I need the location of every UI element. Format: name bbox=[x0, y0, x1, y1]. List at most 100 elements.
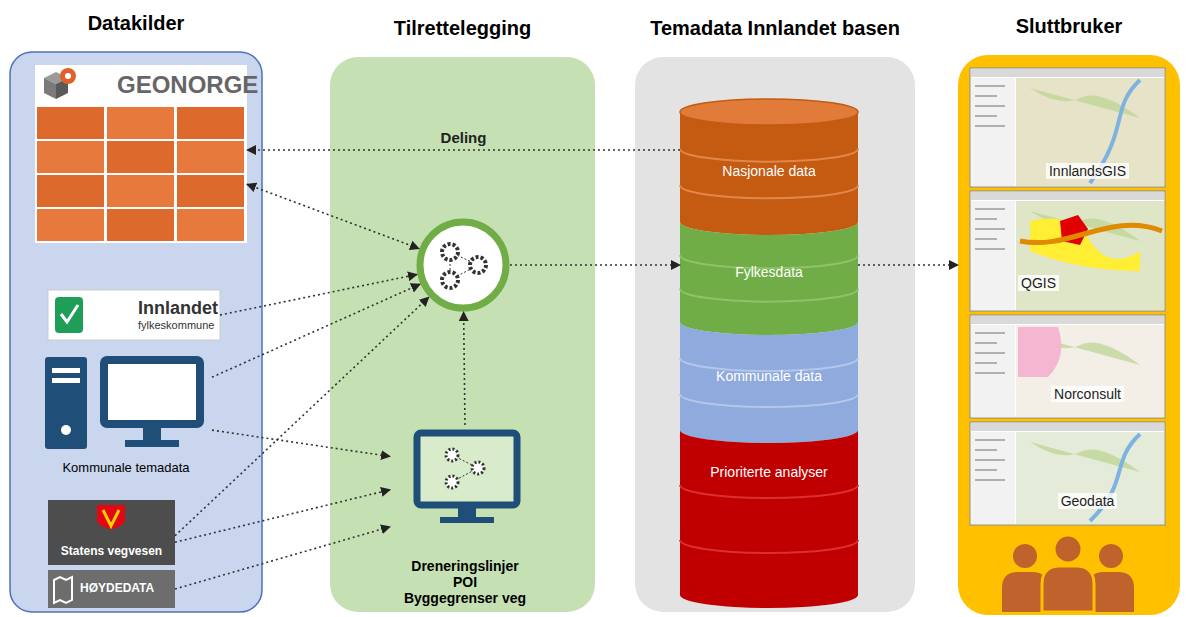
database-cylinder bbox=[680, 322, 858, 443]
user-panel: SluttbrukerInnlandsGISQGISNorconsultGeod… bbox=[958, 55, 1180, 615]
screenshot-thumbnails bbox=[975, 238, 997, 240]
cylinder-stripes bbox=[680, 540, 858, 553]
computer-icon bbox=[125, 440, 179, 447]
geonorge-tiles bbox=[37, 175, 104, 207]
vegvesen-logo bbox=[48, 500, 175, 565]
screenshot-thumbnails bbox=[975, 342, 997, 344]
screenshot-thumbnails bbox=[975, 85, 1005, 87]
screenshot-thumbnails bbox=[975, 105, 1005, 107]
node-label: HØYDEDATA bbox=[80, 582, 154, 596]
screenshot-thumbnails bbox=[975, 362, 997, 364]
monitor-icon bbox=[417, 433, 517, 505]
computer-icon bbox=[104, 360, 200, 424]
node-label: Kommunale data bbox=[716, 368, 822, 384]
monitor-icon bbox=[458, 505, 476, 517]
screenshot-thumbnails bbox=[970, 422, 1165, 525]
process-monitor: DreneringslinjerPOIByggegrenser veg bbox=[390, 425, 540, 610]
cylinder-stripes bbox=[680, 149, 858, 162]
vegvesen-logo bbox=[103, 510, 119, 526]
screenshot-thumbnails bbox=[1016, 78, 1164, 186]
process-gears-circle bbox=[470, 257, 486, 273]
screenshot-thumbnails bbox=[975, 248, 1005, 250]
screenshot-thumbnails bbox=[970, 315, 1165, 418]
screenshot-thumbnails bbox=[970, 68, 1165, 187]
screenshot-thumbnails bbox=[971, 316, 1164, 324]
screenshot-thumbnails bbox=[971, 69, 1164, 77]
screenshot-thumbnails bbox=[971, 192, 1164, 200]
hoydedata-logo bbox=[48, 570, 175, 608]
cylinder-stripes bbox=[680, 394, 858, 407]
node-label: GEONORGE bbox=[117, 71, 258, 99]
geonorge-tiles bbox=[177, 107, 244, 139]
screenshot-thumbnails bbox=[1016, 325, 1164, 417]
screenshot-thumbnails bbox=[975, 449, 997, 451]
database-segment: Fylkesdata bbox=[680, 222, 858, 322]
monitor-icon bbox=[446, 449, 458, 461]
hoydedata-logo bbox=[48, 570, 175, 608]
node-label: Dreneringslinjer bbox=[411, 558, 518, 574]
monitor-icon bbox=[472, 462, 484, 474]
dotted-arrow bbox=[247, 184, 419, 248]
geonorge-tiles bbox=[37, 209, 104, 241]
innlandet-logo bbox=[48, 290, 220, 340]
dotted-arrow bbox=[247, 149, 680, 151]
column-panels bbox=[958, 55, 1180, 615]
geonorge-tiles bbox=[37, 107, 104, 139]
geonorge-tiles bbox=[107, 175, 174, 207]
people-icon bbox=[1013, 544, 1037, 568]
geonorge-tiles bbox=[177, 209, 244, 241]
process-circle bbox=[420, 222, 506, 308]
process-gears-circle bbox=[442, 244, 458, 260]
column-heading: Temadata Innlandet basen bbox=[615, 17, 935, 40]
computer-icon bbox=[45, 357, 87, 449]
database-cylinder bbox=[680, 222, 858, 335]
geonorge-logo bbox=[44, 78, 56, 99]
dotted-arrow bbox=[464, 312, 465, 425]
database-cylinder bbox=[680, 430, 858, 608]
screenshot-box: InnlandsGIS bbox=[970, 68, 1165, 187]
screenshot-box: Geodata bbox=[970, 422, 1165, 525]
column-panels bbox=[10, 52, 1180, 615]
node-label: Kommunale temadata bbox=[62, 461, 189, 476]
database-segment: Kommunale data bbox=[680, 322, 858, 430]
screenshot-thumbnails bbox=[975, 218, 997, 220]
screenshot-thumbnails bbox=[970, 191, 1165, 311]
node-label: Prioriterte analyser bbox=[710, 464, 828, 480]
computer-icon bbox=[52, 368, 80, 373]
monitor-icon bbox=[446, 476, 458, 488]
screenshot-thumbnails bbox=[971, 423, 1164, 431]
monitor-icon bbox=[440, 517, 494, 523]
screenshot-thumbnails bbox=[975, 208, 1005, 210]
dotted-arrow bbox=[175, 527, 390, 589]
screenshot-thumbnails bbox=[975, 459, 1005, 461]
column-panels bbox=[10, 52, 262, 612]
cylinder-stripes bbox=[680, 289, 858, 302]
screenshot-thumbnails bbox=[975, 332, 1005, 334]
geonorge-tiles bbox=[37, 141, 104, 173]
screenshot-thumbnails bbox=[975, 439, 1005, 441]
people-icon bbox=[1042, 566, 1094, 612]
geonorge-box: GEONORGE bbox=[35, 65, 247, 243]
people-icon bbox=[1099, 544, 1123, 568]
screenshot-box: Norconsult bbox=[970, 315, 1165, 418]
geonorge-tiles bbox=[107, 209, 174, 241]
database-cylinder bbox=[680, 112, 858, 235]
geonorge-logo bbox=[65, 73, 71, 79]
database-segment: Nasjonale data bbox=[680, 112, 858, 222]
node-label: Innlandet bbox=[138, 298, 218, 319]
cylinder-stripes bbox=[680, 185, 858, 198]
node-label: Fylkesdata bbox=[735, 264, 803, 280]
process-gears-circle bbox=[442, 272, 458, 288]
node-label: Byggegrenser veg bbox=[404, 590, 526, 606]
column-heading: Datakilder bbox=[0, 12, 282, 35]
screenshot-thumbnails bbox=[1020, 225, 1162, 242]
screenshot-thumbnails bbox=[1018, 327, 1061, 377]
geonorge-tiles bbox=[177, 175, 244, 207]
source-panel: DatakilderGEONORGEInnlandetfylkeskommune… bbox=[10, 52, 262, 612]
screenshot-box: QGIS bbox=[970, 191, 1165, 311]
hoydedata-logo bbox=[54, 577, 72, 603]
screenshot-thumbnails bbox=[971, 432, 1015, 524]
database-cylinder bbox=[680, 99, 858, 608]
dotted-arrow bbox=[212, 430, 390, 456]
innlandet-logo bbox=[55, 297, 83, 333]
